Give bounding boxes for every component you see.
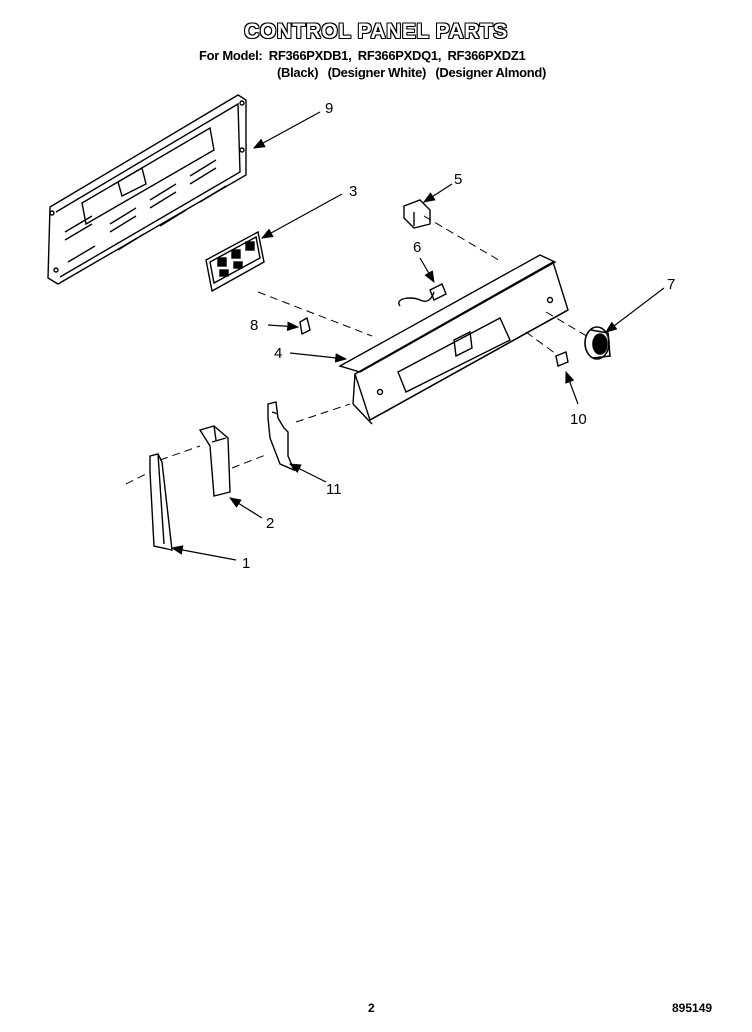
callout-number: 5 [454, 171, 462, 188]
variant-label: (Designer Almond) [435, 65, 547, 80]
model-number: RF366PXDQ1, [357, 48, 442, 63]
assembly-lines [125, 215, 591, 485]
rear-panel-part [47, 94, 247, 285]
page-title: CONTROL PANEL PARTS [244, 20, 508, 43]
model-number: RF366PXDZ1 [447, 48, 526, 63]
callout-number: 4 [274, 345, 282, 362]
callout-number: 8 [250, 317, 258, 334]
callout-number: 2 [266, 515, 274, 532]
leader-lines [170, 111, 665, 561]
clip-part [299, 316, 311, 336]
model-list: For Model: RF366PXDB1, RF366PXDQ1, RF366… [199, 48, 528, 63]
callout-number: 1 [242, 555, 250, 572]
variant-label: (Black) [277, 65, 319, 80]
callout-number: 11 [326, 481, 342, 498]
callout-number: 7 [667, 276, 675, 293]
touch-control-part [205, 230, 265, 293]
screw-part [555, 351, 569, 367]
knob-part [584, 326, 611, 360]
model-number: RF366PXDB1, [268, 48, 352, 63]
lamp-wire-part [398, 283, 447, 307]
callout-number: 3 [349, 183, 357, 200]
document-number: 895149 [672, 1001, 713, 1015]
color-variants: (Black) (Designer White) (Designer Almon… [277, 65, 552, 80]
callout-number: 10 [570, 411, 587, 428]
control-panel-part [338, 254, 569, 425]
callout-number: 6 [413, 239, 421, 256]
bracket-part [267, 401, 296, 472]
callout-number: 9 [325, 100, 333, 117]
variant-label: (Designer White) [327, 65, 427, 80]
side-trim-part [198, 425, 231, 497]
for-model-label: For Model: [199, 48, 263, 63]
switch-part [403, 199, 431, 229]
page-number: 2 [368, 1001, 375, 1015]
end-cap-part [149, 453, 173, 551]
